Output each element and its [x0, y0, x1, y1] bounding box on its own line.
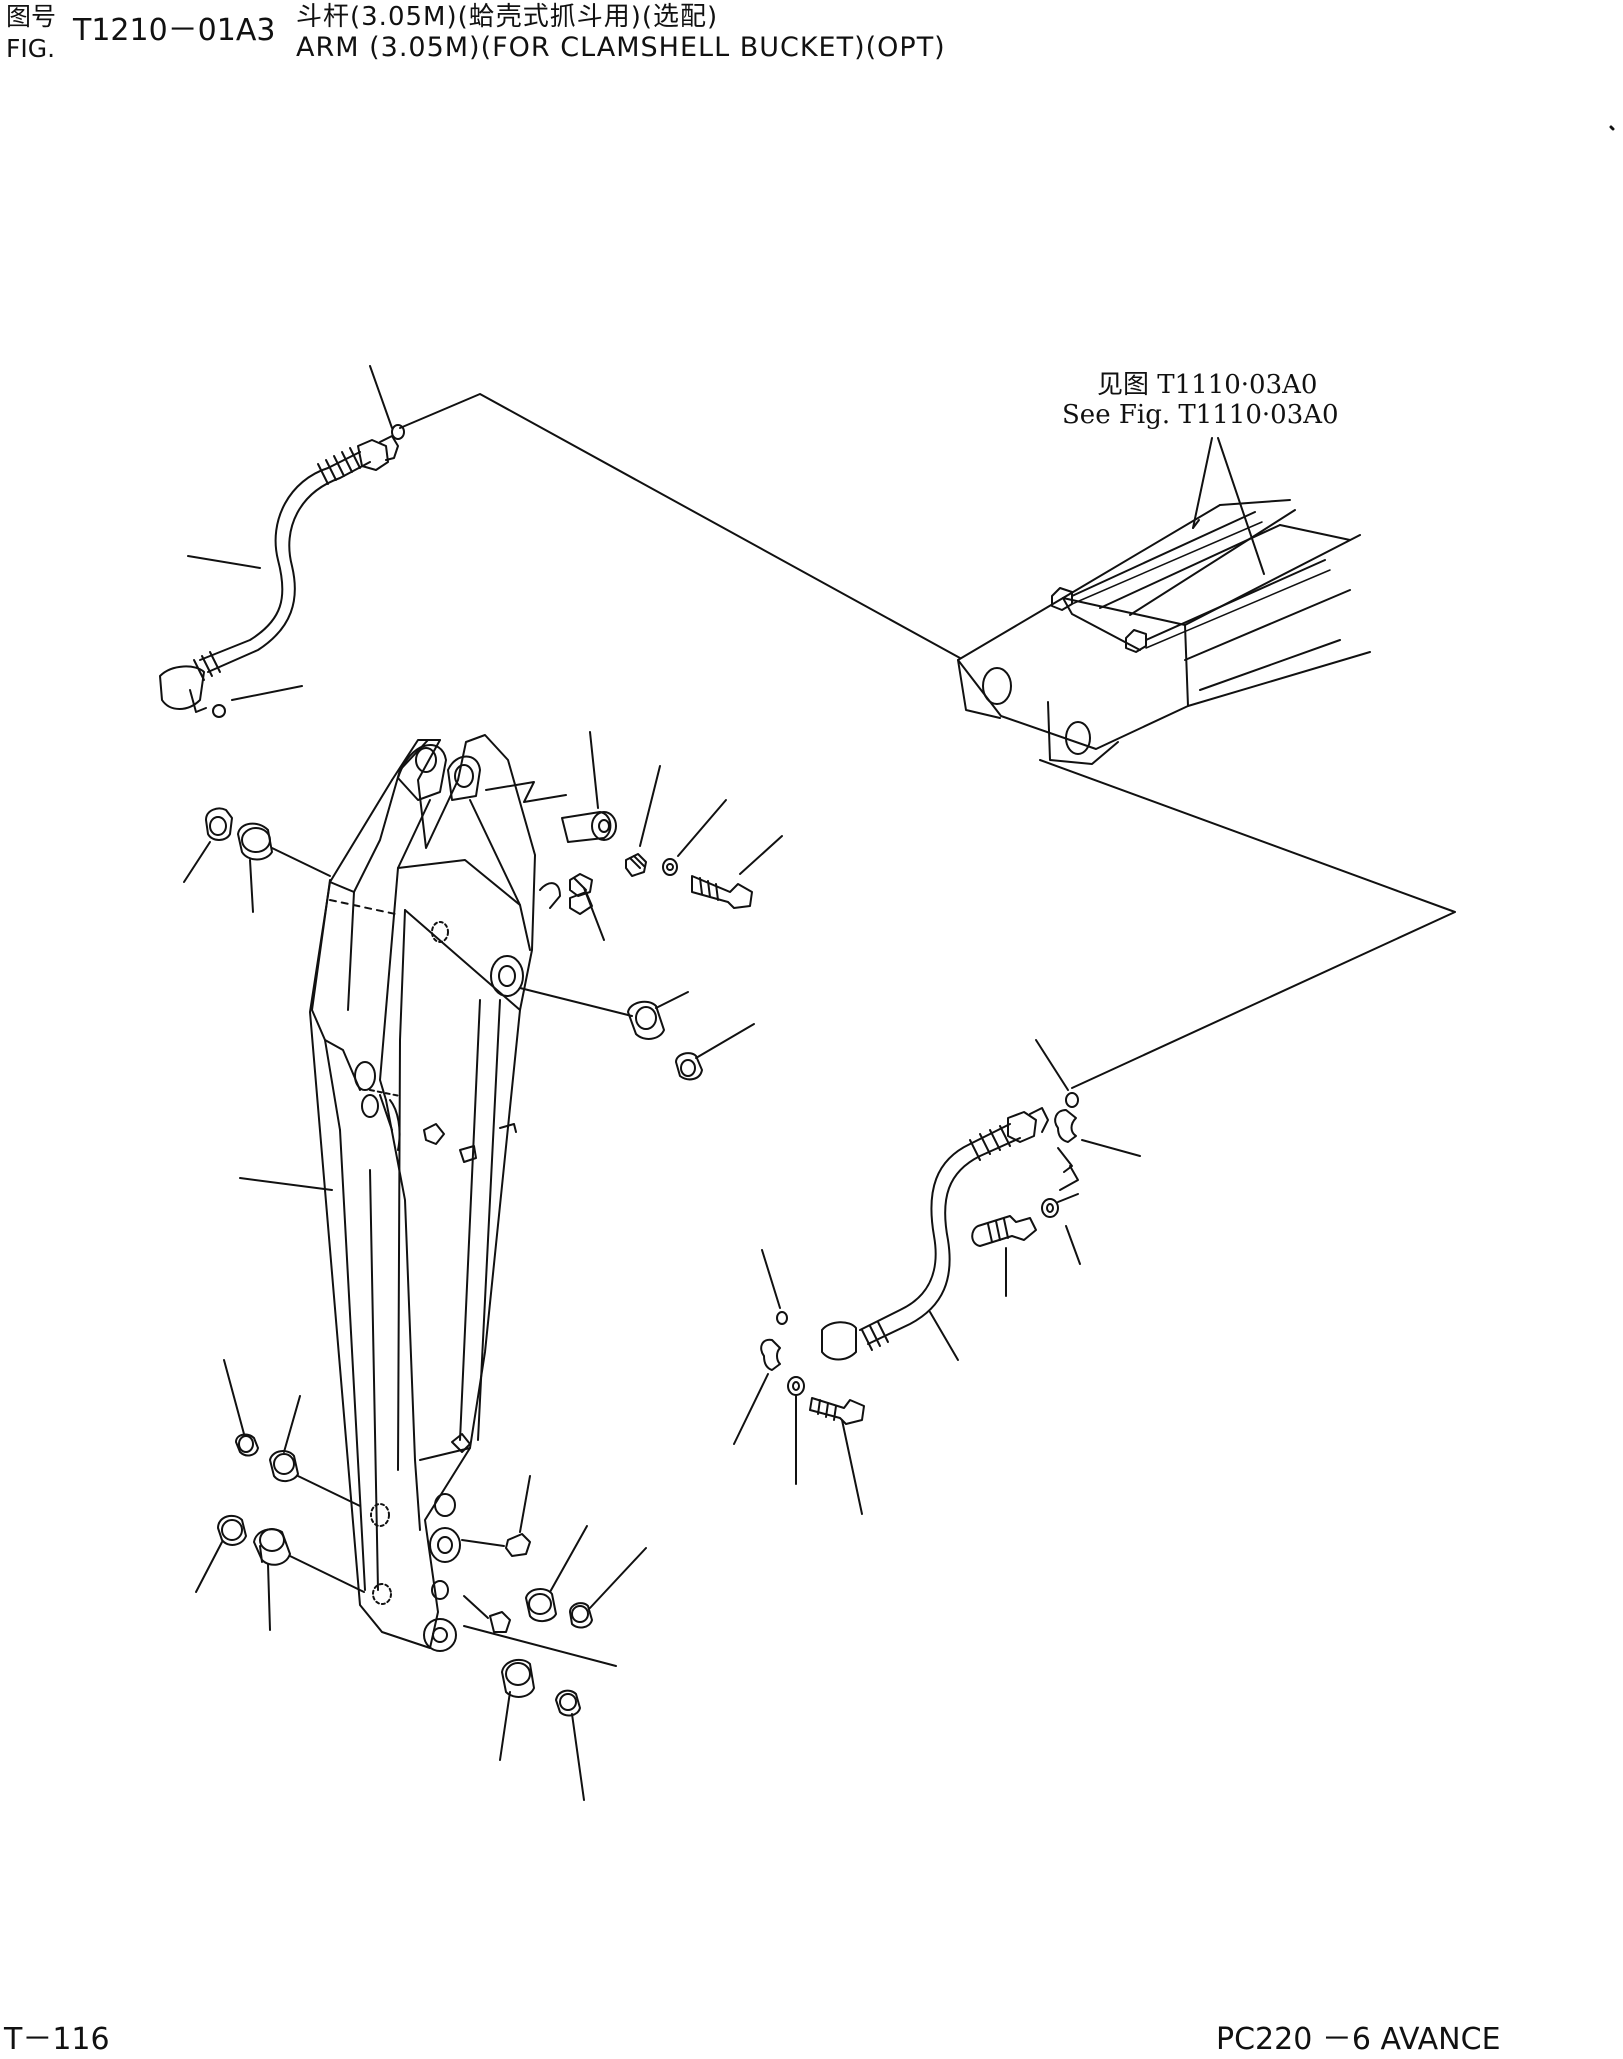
arm-body — [310, 735, 592, 1651]
figure-label-cn: 图号 — [6, 2, 57, 31]
page-title-cn: 斗杆(3.05M)(蛤壳式抓斗用)(选配) — [296, 2, 719, 32]
machine-model: PC220 －6 AVANCE — [1216, 2022, 1501, 2057]
boom-end-part — [958, 500, 1370, 764]
lower-left-bushings — [218, 1435, 298, 1565]
flange-clamp-parts — [761, 1110, 1078, 1424]
upper-left-bushings — [206, 808, 272, 859]
lower-right-bushings — [490, 1534, 592, 1715]
top-pin-assembly — [486, 782, 752, 908]
upper-hose — [160, 436, 398, 712]
lower-hose-oring-top — [1066, 1093, 1078, 1107]
upper-hose-oring-top — [392, 425, 404, 439]
figure-number: T1210－01A3 — [73, 13, 276, 48]
lower-right-hose — [822, 1108, 1048, 1360]
middle-right-bushings — [628, 1002, 702, 1080]
upper-hose-oring-bottom — [213, 705, 225, 717]
page-number: T－116 — [4, 2022, 110, 2057]
lower-hose-oring-bottom — [777, 1312, 787, 1324]
reference-note-en: See Fig. T1110·03A0 — [1062, 400, 1339, 430]
page-title-en: ARM (3.05M)(FOR CLAMSHELL BUCKET)(OPT) — [296, 32, 946, 63]
reference-note-cn: 见图 T1110·03A0 — [1097, 370, 1318, 400]
figure-label-en: FIG. — [6, 34, 56, 63]
